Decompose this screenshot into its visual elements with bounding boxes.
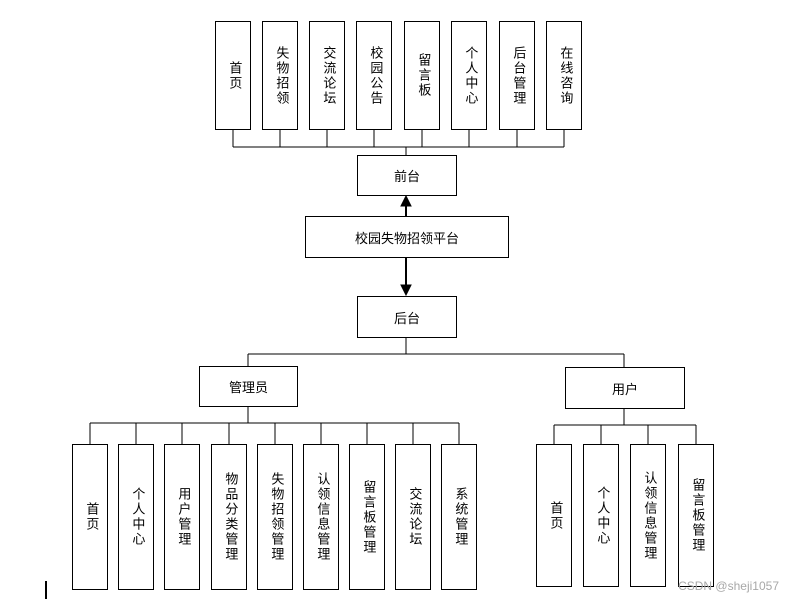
frontend-item-message-board: 留言板 [404,21,440,130]
frontend-item-online-consult: 在线咨询 [546,21,582,130]
frontend-item-forum: 交流论坛 [309,21,345,130]
admin-item-forum: 交流论坛 [395,444,431,590]
frontend-item-home: 首页 [215,21,251,130]
admin-item-message-board-management: 留言板管理 [349,444,385,590]
user-item-message-board-management: 留言板管理 [678,444,714,587]
platform-node: 校园失物招领平台 [305,216,509,258]
frontend-item-backend-admin: 后台管理 [499,21,535,130]
user-item-home: 首页 [536,444,572,587]
user-node: 用户 [565,367,685,409]
watermark: CSDN @sheji1057 [678,579,779,593]
user-item-personal-center: 个人中心 [583,444,619,587]
admin-item-user-management: 用户管理 [164,444,200,590]
admin-item-home: 首页 [72,444,108,590]
frontend-node: 前台 [357,155,457,196]
admin-item-system-management: 系统管理 [441,444,477,590]
user-item-claim-management: 认领信息管理 [630,444,666,587]
admin-item-personal-center: 个人中心 [118,444,154,590]
frontend-item-lost-found: 失物招领 [262,21,298,130]
admin-node: 管理员 [199,366,298,407]
frontend-item-announcement: 校园公告 [356,21,392,130]
frontend-item-personal-center: 个人中心 [451,21,487,130]
admin-item-category-management: 物品分类管理 [211,444,247,590]
text-cursor [45,581,47,599]
admin-item-claim-management: 认领信息管理 [303,444,339,590]
admin-item-lost-found-management: 失物招领管理 [257,444,293,590]
backend-node: 后台 [357,296,457,338]
